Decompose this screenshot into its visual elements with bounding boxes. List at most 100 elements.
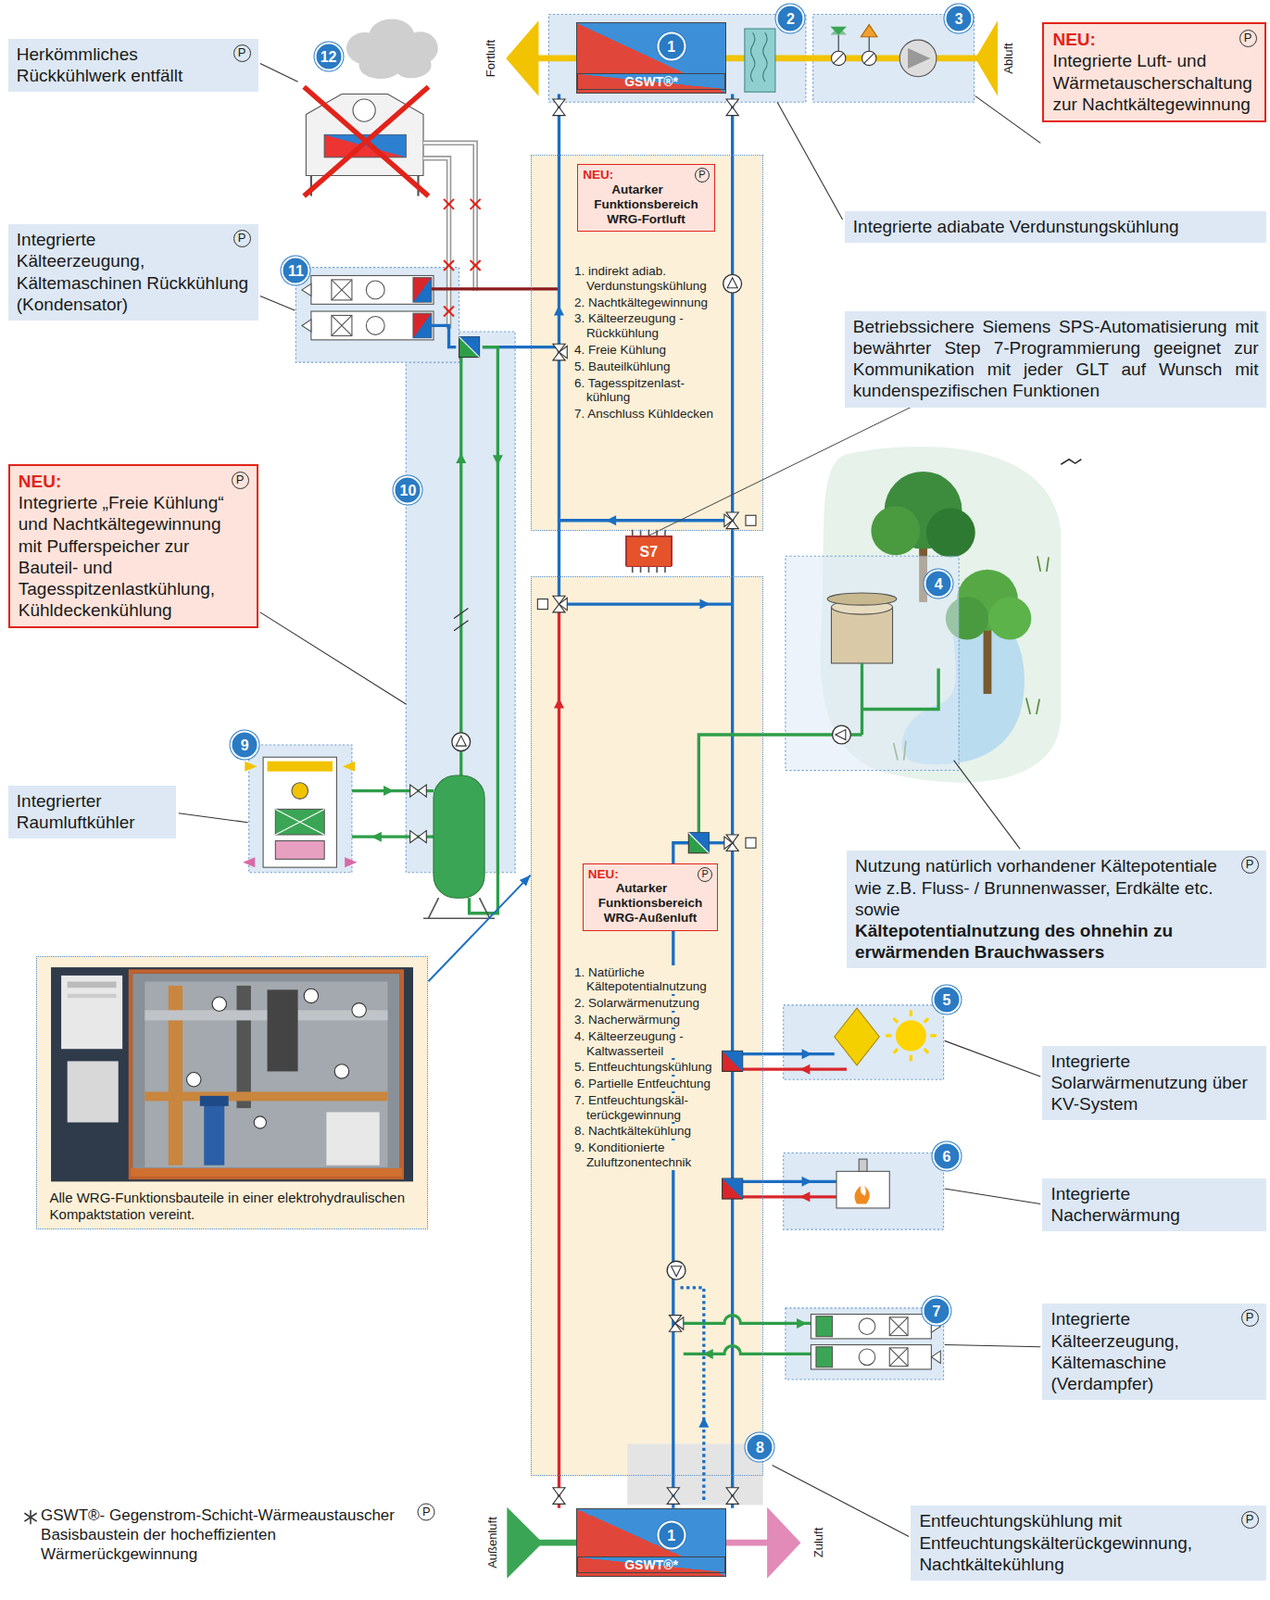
callout-text: Integrierte Solarwärmenutzung über KV-Sy… (1050, 1050, 1258, 1116)
pipe (557, 612, 561, 1509)
room-air-cooler (275, 841, 325, 860)
emphasis-text: Kältepotentialnutzung des ohnehin zu erw… (855, 919, 1259, 963)
exchanger-label: GSWT®* (577, 73, 726, 90)
callout-number: 3 (944, 3, 974, 33)
callout-box: PEntfeuchtungskühlung mit Entfeuchtungsk… (910, 1505, 1266, 1581)
valve (410, 830, 428, 843)
water-tank (827, 592, 897, 664)
panel-ground (36, 955, 429, 1230)
callout-box: PHerkömmliches Rückkühlwerk entfällt (8, 38, 259, 92)
photo-compact-station (67, 1060, 119, 1122)
solar-collector (885, 1033, 893, 1037)
callout-text: Integrierte Kälteerzeugung, Kältemaschin… (1050, 1307, 1258, 1395)
function-item: 1. indirekt adiab. Verdunstungskühlung (574, 264, 719, 294)
pipe (742, 1068, 847, 1071)
pump (832, 725, 852, 744)
panel-ground (530, 155, 764, 531)
filter-and-fan (833, 52, 844, 63)
valve (724, 834, 739, 852)
photo-compact-station (326, 1111, 379, 1165)
filter-and-fan (744, 25, 937, 93)
photo-compact-station (132, 973, 401, 1176)
room-air-cooler (275, 808, 325, 835)
function-item: 5. Entfeuchtungskühlung (574, 1059, 719, 1075)
nature-scene (1060, 459, 1082, 466)
flow-arrow (371, 304, 813, 1427)
function-item: 4. Freie Kühlung (574, 342, 719, 358)
photo-compact-station (303, 988, 318, 1003)
function-item: 2. Solarwärmenutzung (574, 995, 719, 1011)
chiller-unit (331, 279, 353, 301)
leader-line (954, 760, 1021, 850)
leader-line (944, 1188, 1042, 1205)
function-item: 3. Kälteerzeugung - Rückkühlung (574, 311, 719, 341)
patent-mark: P (233, 44, 252, 63)
filter-and-fan (864, 52, 875, 63)
flow-arrow (802, 1176, 813, 1187)
nature-scene (1036, 698, 1040, 715)
boiler (855, 1185, 870, 1205)
function-item: 2. Nachtkältegewinnung (574, 295, 719, 311)
chiller-unit (810, 1314, 941, 1370)
air-label: Fortluft (482, 39, 497, 77)
chiller-unit (413, 277, 432, 302)
callout-text: Integrierte Kälteerzeugung, Kältemaschin… (16, 228, 252, 315)
chiller-unit (413, 277, 432, 302)
leader-line (772, 1464, 910, 1536)
valve (410, 784, 428, 797)
flow-arrow (799, 1191, 810, 1202)
component-group (783, 1005, 944, 1080)
patent-mark: P (231, 471, 250, 490)
callout-box: Integrierte adiabate Verdunstungskühlung (844, 211, 1267, 243)
callout-text: Integrierte „Freie Kühlung“ und Nachtkäl… (18, 491, 250, 621)
photo-compact-station (50, 967, 414, 1182)
flow-arrow (703, 1348, 714, 1359)
chiller-unit (810, 1345, 931, 1370)
air-label: Abluft (1000, 42, 1015, 74)
valve (726, 1487, 739, 1505)
photo-compact-station (144, 981, 388, 1168)
water-tank (827, 592, 897, 605)
pump (452, 274, 852, 1280)
flow-arrow (553, 304, 565, 315)
pipe (453, 607, 468, 630)
chiller-unit (858, 1317, 908, 1367)
photo-compact-station (236, 985, 251, 1108)
leader-line (178, 813, 249, 823)
heat-exchanger-symbol (722, 1050, 743, 1071)
callout-box: PIntegrierte Kälteerzeugung, Kältemaschi… (8, 224, 259, 321)
function-item: 9. Konditionierte Zuluftzonentechnik (574, 1140, 719, 1170)
chiller-unit (816, 1346, 833, 1368)
flow-arrow (802, 1048, 813, 1059)
photo-compact-station (50, 967, 414, 1182)
room-air-cooler (263, 756, 337, 868)
function-item: 1. Natürliche Kältepotentialnutzung (574, 965, 719, 995)
room-air-cooler (275, 808, 325, 835)
chiller-unit (301, 275, 434, 340)
footnote-asterisk (24, 1509, 37, 1524)
heat-exchanger-symbol (459, 337, 743, 1200)
room-air-cooler (344, 856, 357, 868)
boiler (836, 1158, 890, 1208)
solar-collector (930, 1033, 937, 1037)
callout-number: 12 (314, 41, 343, 71)
function-panel: 1. indirekt adiab. Verdunstungskühlung2.… (530, 154, 764, 530)
flow-arrow (492, 454, 503, 466)
photo-compact-station (253, 1116, 266, 1129)
boiler (836, 1170, 890, 1208)
photo-compact-station (212, 996, 227, 1011)
solar-collector (924, 1048, 929, 1053)
air-label: Außenluft (484, 1516, 499, 1569)
filter-and-fan (838, 35, 840, 52)
callout-text: Integrierte Nacherwärmung (1050, 1182, 1258, 1226)
leader-line (777, 101, 843, 220)
flow-arrow (796, 1318, 807, 1329)
pipe (352, 791, 434, 838)
solar-collector (893, 1018, 898, 1022)
photo-compact-station (144, 1009, 388, 1020)
callout-box: Betriebssichere Siemens SPS-Automatisier… (844, 311, 1267, 408)
room-air-cooler (242, 856, 255, 868)
solar-collector (924, 1018, 929, 1022)
valve (724, 512, 739, 529)
